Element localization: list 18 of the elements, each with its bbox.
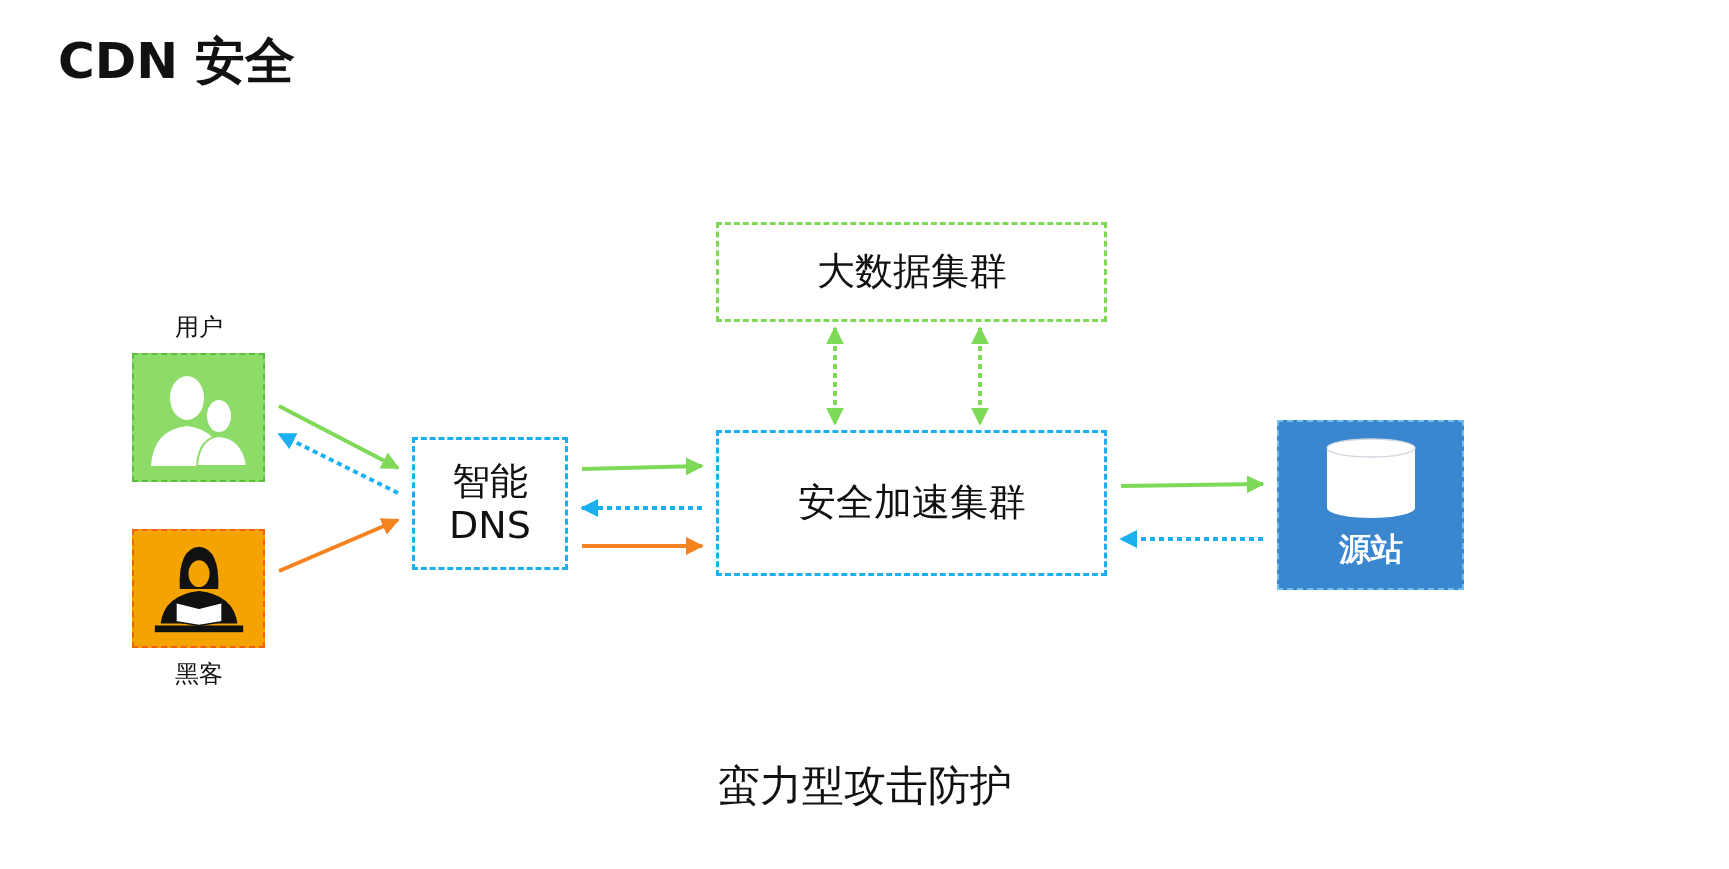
arrow [826,326,844,426]
node-label: 智能 DNS [448,459,532,548]
node-label: 安全加速集群 [796,481,1027,525]
arrow [580,499,702,517]
title: CDN 安全 [58,31,296,92]
arrow [582,537,704,555]
arrow [277,432,399,495]
arrow [278,518,400,573]
arrow [581,457,704,476]
node-label: 大数据集群 [815,250,1008,294]
arrow [1119,530,1263,548]
actor-label: 黑客 [173,659,224,690]
arrow [1120,475,1265,494]
arrow [278,404,400,470]
arrow [971,326,989,426]
caption: 蛮力型攻击防护 [717,760,1012,812]
node-label: 源站 [1338,529,1403,570]
actor-label: 用户 [173,312,224,343]
